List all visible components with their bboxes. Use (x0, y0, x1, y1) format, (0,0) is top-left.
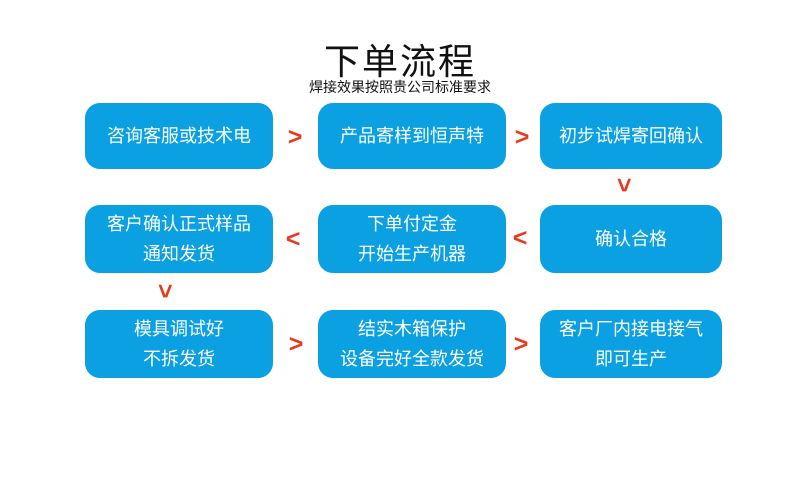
flow-step-send-sample: 产品寄样到恒声特 (318, 103, 506, 169)
arrow-right-icon: > (514, 122, 530, 151)
arrow-down-icon: > (610, 177, 639, 193)
flow-step-confirm-qualified: 确认合格 (540, 205, 722, 273)
flow-step-consult-service: 咨询客服或技术电 (85, 103, 273, 169)
flow-step-label: 开始生产机器 (358, 244, 466, 264)
page-title: 下单流程 (323, 41, 476, 82)
flow-step-label: 确认合格 (595, 229, 667, 249)
flow-step-label: 结实木箱保护 (358, 319, 466, 339)
flow-step-trial-weld-confirm: 初步试焊寄回确认 (540, 103, 722, 169)
flow-step-label: 通知发货 (143, 244, 215, 264)
flow-step-label: 下单付定金 (367, 214, 457, 234)
flow-step-label: 初步试焊寄回确认 (559, 126, 703, 146)
flow-step-label: 设备完好全款发货 (340, 349, 484, 369)
flow-step-label: 产品寄样到恒声特 (340, 126, 484, 146)
flow-step-confirm-official-sample: 客户确认正式样品 通知发货 (85, 205, 273, 273)
flow-step-customer-setup-produce: 客户厂内接电接气 即可生产 (540, 310, 722, 378)
arrow-right-icon: > (288, 329, 304, 358)
flow-step-label: 即可生产 (595, 349, 667, 369)
flow-step-mold-ready: 模具调试好 不拆发货 (85, 310, 273, 378)
arrow-left-icon: < (512, 223, 528, 252)
page-subtitle: 焊接效果按照贵公司标准要求 (309, 79, 491, 95)
flow-step-label: 客户厂内接电接气 (559, 319, 703, 339)
flow-step-label: 不拆发货 (143, 349, 215, 369)
flow-step-order-deposit: 下单付定金 开始生产机器 (318, 205, 506, 273)
flow-step-label: 模具调试好 (134, 319, 224, 339)
arrow-down-icon: > (151, 283, 180, 299)
flow-step-wooden-crate-ship: 结实木箱保护 设备完好全款发货 (318, 310, 506, 378)
arrow-left-icon: < (285, 224, 301, 253)
flow-step-label: 咨询客服或技术电 (107, 126, 251, 146)
flow-step-label: 客户确认正式样品 (107, 214, 251, 234)
arrow-right-icon: > (287, 122, 303, 151)
arrow-right-icon: > (513, 329, 529, 358)
